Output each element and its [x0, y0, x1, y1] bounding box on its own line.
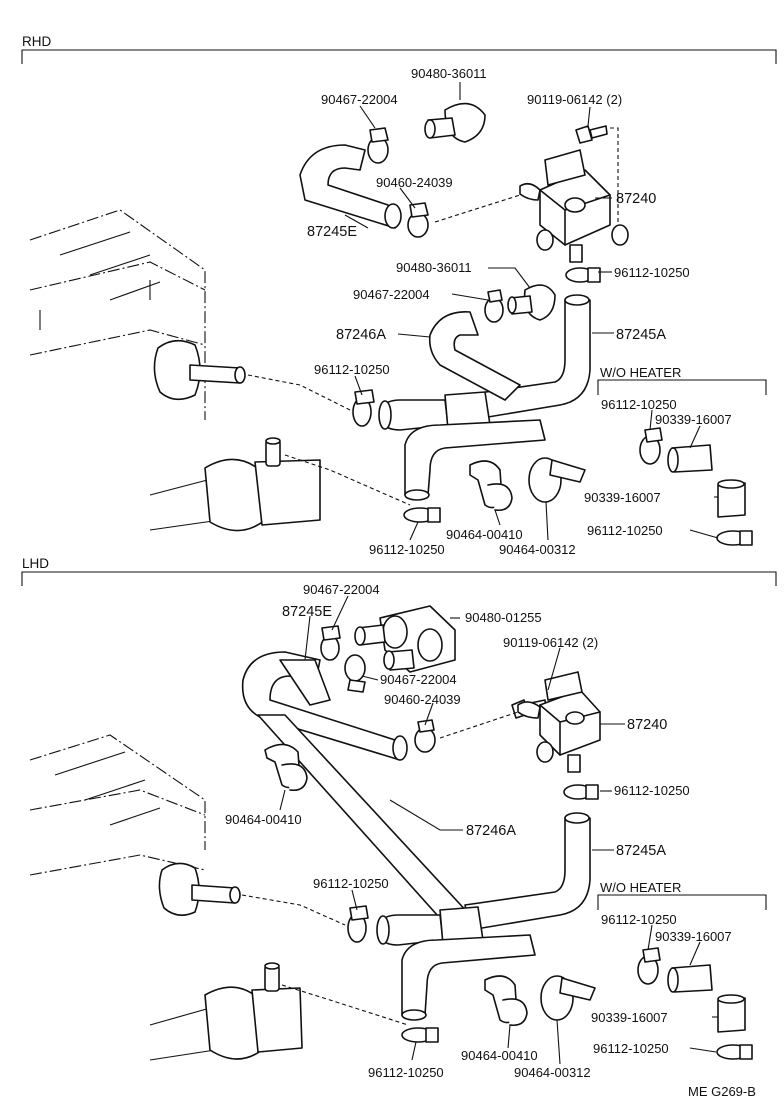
rhd-hose-87245E	[299, 144, 402, 229]
rhd-label-87246A: 87246A	[336, 327, 386, 343]
rhd-label-wo-heater: W/O HEATER	[600, 365, 681, 380]
rhd-hoses-87246A-87245A	[378, 294, 591, 501]
rhd-label-96112-10250-left: 96112-10250	[314, 362, 390, 377]
lhd-label-wo-96112-10250-lower: 96112-10250	[593, 1041, 669, 1056]
rhd-label-90480-36011-lower: 90480-36011	[396, 260, 472, 275]
rhd-section-title: RHD	[22, 34, 51, 49]
lhd-label-87245E: 87245E	[282, 604, 332, 620]
figure-code: ME G269-B	[688, 1084, 756, 1099]
lhd-label-wo-heater: W/O HEATER	[600, 880, 681, 895]
lhd-label-87240: 87240	[627, 717, 667, 733]
lhd-section-bracket	[21, 571, 777, 586]
lhd-clip-90464-00410-lower	[484, 975, 528, 1027]
lhd-label-96112-10250-valve: 96112-10250	[614, 783, 690, 798]
lhd-label-wo-90339-16007-lower: 90339-16007	[591, 1010, 668, 1025]
lhd-clamp-90467-22004-lower	[344, 654, 366, 682]
rhd-engine-block	[29, 209, 246, 420]
rhd-label-90464-00312: 90464-00312	[499, 542, 576, 557]
lhd-label-90460-24039: 90460-24039	[384, 692, 461, 707]
rhd-clip-90464-00410	[469, 460, 513, 512]
rhd-label-wo-90339-16007-upper: 90339-16007	[655, 412, 732, 427]
rhd-label-90460-24039: 90460-24039	[376, 175, 453, 190]
lhd-label-90464-00410-upper: 90464-00410	[225, 812, 302, 827]
rhd-label-wo-90339-16007-lower: 90339-16007	[584, 490, 661, 505]
lhd-hoses-87245A	[376, 812, 591, 1021]
lhd-hose-87245E	[241, 651, 408, 761]
lhd-valve-90480-01255	[354, 605, 456, 673]
lhd-label-96112-10250-bottom: 96112-10250	[368, 1065, 444, 1080]
rhd-label-87240: 87240	[616, 191, 656, 207]
rhd-label-90467-22004-lower: 90467-22004	[353, 287, 430, 302]
lhd-wo-heater-box	[597, 894, 767, 1060]
lhd-label-96112-10250-left: 96112-10250	[313, 876, 389, 891]
rhd-section-bracket	[21, 49, 777, 64]
rhd-label-wo-96112-10250-upper: 96112-10250	[601, 397, 677, 412]
lhd-clip-90464-00312	[540, 975, 596, 1021]
lhd-label-wo-96112-10250-upper: 96112-10250	[601, 912, 677, 927]
rhd-label-wo-96112-10250-lower: 96112-10250	[587, 523, 663, 538]
rhd-leader-lines	[344, 82, 719, 541]
rhd-bolt-90119-06142	[575, 125, 619, 232]
lhd-water-valve-87240	[439, 671, 601, 773]
rhd-water-valve-87240	[434, 149, 629, 263]
lhd-label-90467-22004-lower: 90467-22004	[380, 672, 457, 687]
lhd-heater-unit	[149, 962, 303, 1061]
lhd-label-90119-06142: 90119-06142 (2)	[503, 635, 598, 650]
rhd-label-96112-10250-bottom: 96112-10250	[369, 542, 445, 557]
rhd-label-90467-22004-upper: 90467-22004	[321, 92, 398, 107]
lhd-clip-90464-00410-upper	[264, 743, 308, 792]
rhd-label-90480-36011-upper: 90480-36011	[411, 66, 487, 81]
rhd-label-90119-06142: 90119-06142 (2)	[527, 92, 622, 107]
rhd-label-96112-10250-valve: 96112-10250	[614, 265, 690, 280]
lhd-label-90464-00312: 90464-00312	[514, 1065, 591, 1080]
lhd-section-title: LHD	[22, 556, 49, 571]
rhd-label-90464-00410: 90464-00410	[446, 527, 523, 542]
lhd-section: LHD	[21, 556, 777, 1080]
rhd-heater-unit	[149, 437, 321, 532]
rhd-label-87245A: 87245A	[616, 327, 666, 343]
rhd-wo-heater-box	[597, 379, 767, 546]
lhd-label-87245A: 87245A	[616, 843, 666, 859]
rhd-valve-90480-36011-upper	[424, 102, 486, 143]
lhd-label-87246A: 87246A	[466, 823, 516, 839]
rhd-valve-90480-36011-lower	[507, 284, 556, 321]
lhd-engine-block	[29, 734, 241, 916]
rhd-section: RHD	[21, 34, 777, 557]
rhd-label-87245E: 87245E	[307, 224, 357, 240]
lhd-label-90464-00410-lower: 90464-00410	[461, 1048, 538, 1063]
rhd-clip-90464-00312	[528, 457, 586, 503]
lhd-leader-lines	[279, 595, 718, 1065]
lhd-label-90467-22004-upper: 90467-22004	[303, 582, 380, 597]
lhd-label-90480-01255: 90480-01255	[465, 610, 542, 625]
lhd-label-wo-90339-16007-upper: 90339-16007	[655, 929, 732, 944]
